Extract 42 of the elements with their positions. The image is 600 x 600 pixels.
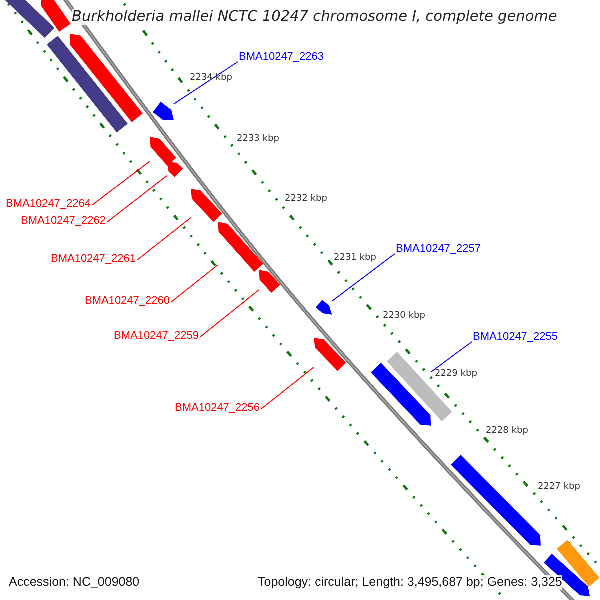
- gene-feature: [191, 189, 222, 222]
- map-title: Burkholderia mallei NCTC 10247 chromosome I, complete genome: [72, 9, 558, 25]
- leader-line: [173, 62, 238, 105]
- gene-label: BMA10247_2260: [84, 295, 170, 308]
- scale-label: 2229 kbp: [435, 369, 478, 380]
- scale-label: 2232 kbp: [285, 194, 328, 205]
- leader-line: [260, 366, 314, 410]
- gene-label: BMA10247_2262: [20, 215, 106, 228]
- gene-feature: [153, 102, 174, 120]
- gene-feature: [259, 270, 280, 293]
- gene-feature: [316, 300, 332, 315]
- scale-label: 2227 kbp: [538, 482, 580, 493]
- leader-line: [430, 342, 472, 373]
- scale-label: 2230 kbp: [383, 311, 426, 322]
- gene-feature: [218, 222, 264, 272]
- gene-feature: [370, 363, 431, 426]
- scale-label: 2231 kbp: [334, 253, 376, 264]
- gene-label: BMA10247_2256: [174, 402, 260, 415]
- leader-line: [92, 161, 150, 206]
- gene-feature: [40, 0, 71, 32]
- gene-feature: [5, 0, 55, 38]
- gene-label: BMA10247_2261: [50, 253, 136, 266]
- scale-label: 2228 kbp: [486, 426, 528, 437]
- gene-label: BMA10247_2263: [239, 51, 324, 64]
- gene-label: BMA10247_2255: [473, 331, 558, 344]
- gene-feature: [70, 34, 142, 122]
- scale-label: 2233 kbp: [237, 134, 280, 145]
- gene-feature: [314, 338, 346, 372]
- gene-label: BMA10247_2259: [114, 330, 199, 343]
- gene-feature: [46, 36, 128, 132]
- leader-line: [136, 217, 192, 261]
- leader-line: [331, 254, 396, 302]
- footer-text: Accession: NC_009080: [9, 575, 140, 590]
- gene-feature: [167, 162, 184, 178]
- leader-line: [106, 175, 168, 223]
- footer-text: Topology: circular; Length: 3,495,687 bp; Genes: 3,325: [258, 575, 562, 590]
- gene-feature: [150, 137, 176, 166]
- leader-line: [200, 290, 260, 338]
- gene-label: BMA10247_2264: [6, 198, 91, 211]
- scale-label: 2234 kbp: [190, 73, 232, 84]
- gene-label: BMA10247_2257: [396, 243, 482, 256]
- leader-line: [170, 264, 218, 303]
